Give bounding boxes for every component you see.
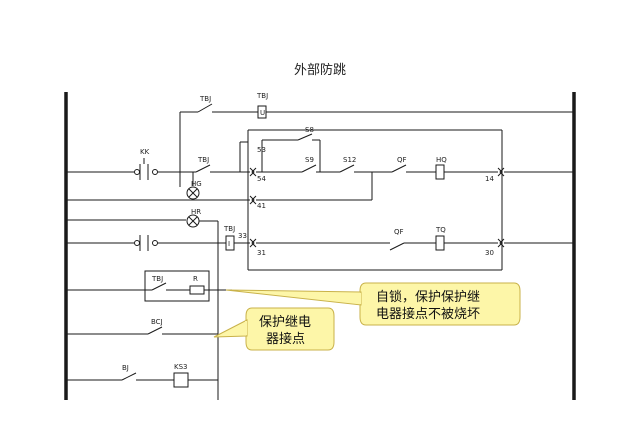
label-ks3: KS3 [174, 363, 188, 371]
label-14: 14 [485, 175, 494, 183]
row-bcj [66, 326, 218, 335]
row-hg-lamp [66, 172, 372, 205]
s8-bypass [261, 133, 321, 172]
label-s12: S12 [343, 156, 356, 164]
ks3-coil [173, 372, 189, 388]
label-tbj-i: TBJ [223, 225, 235, 233]
label-tbj-u: TBJ [256, 92, 268, 100]
label-i: I [228, 240, 230, 248]
label-qf-top: QF [397, 156, 407, 164]
label-qf-bot: QF [394, 228, 404, 236]
label-53: 53 [257, 146, 266, 154]
self-hold-box [66, 270, 232, 302]
callout-right-line1: 自锁，保护保护继 [376, 289, 480, 305]
label-33: 33 [238, 232, 247, 240]
label-bj: BJ [122, 364, 129, 372]
row-tbj-voltage [179, 103, 574, 172]
callout-left-line1: 保护继电 [259, 315, 311, 330]
label-tq: TQ [435, 226, 446, 234]
hg-lamp [186, 186, 200, 200]
hq-closing-coil [435, 164, 445, 180]
label-bcj: BCJ [151, 318, 163, 326]
label-s9: S9 [305, 156, 314, 164]
label-tbj-mid: TBJ [197, 156, 209, 164]
label-r: R [193, 275, 198, 283]
label-30: 30 [485, 249, 494, 257]
hr-lamp [66, 214, 219, 243]
row-tripping-circuit [66, 235, 574, 251]
tq-trip-coil [435, 235, 445, 251]
label-hg: HG [191, 180, 202, 188]
row-bj-ks3 [66, 372, 218, 388]
resistor-r [189, 285, 205, 295]
label-kk: KK [140, 148, 150, 156]
callout-self-lock: 自锁，保护保护继 电器接点不被烧坏 [225, 282, 521, 326]
label-tbj-top: TBJ [199, 95, 211, 103]
callout-left-line2: 器接点 [266, 331, 305, 347]
label-54: 54 [257, 175, 266, 183]
label-u: U [260, 109, 265, 117]
label-tbj-box: TBJ [151, 275, 163, 283]
row-closing-circuit [66, 158, 574, 180]
label-31: 31 [257, 249, 266, 257]
label-hq: HQ [436, 156, 447, 164]
label-s8: S8 [305, 126, 314, 134]
callout-relay-contact: 保护继电 器接点 [213, 307, 335, 351]
callout-right-line2: 电器接点不被烧坏 [376, 306, 480, 322]
label-41: 41 [257, 202, 266, 210]
diagram-title: 外部防跳 [294, 62, 346, 78]
label-hr: HR [191, 208, 201, 216]
